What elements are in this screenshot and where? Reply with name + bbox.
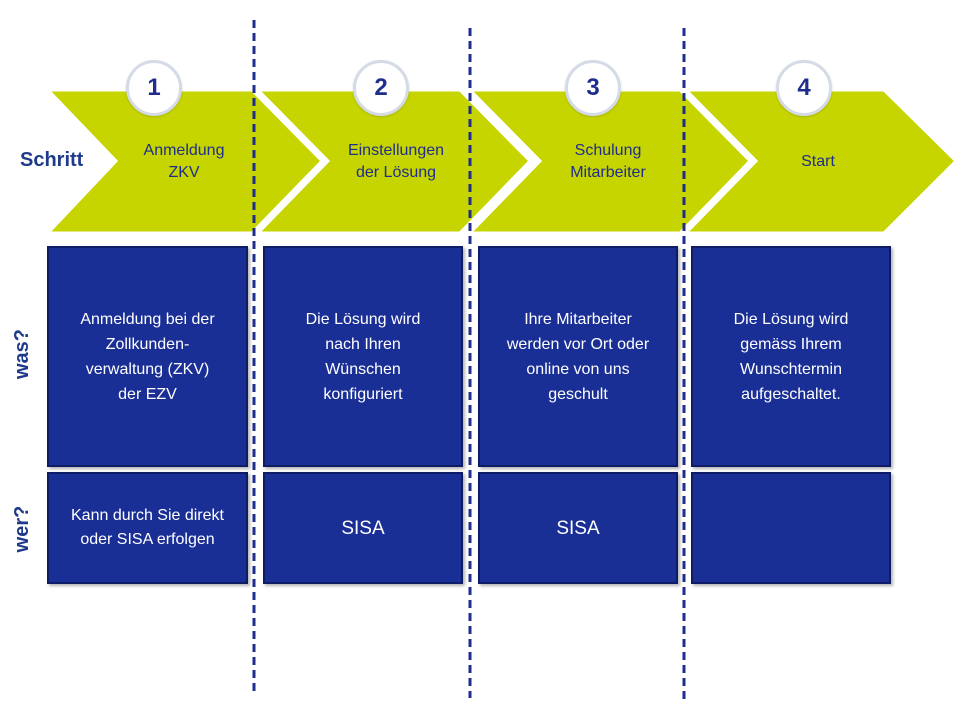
step-3-title: Schulung Mitarbeiter — [570, 142, 646, 181]
step-3-number: 3 — [565, 60, 621, 116]
step-1-was-box: Anmeldung bei der Zollkunden- verwaltung… — [47, 246, 248, 467]
step-2-wer-text: SISA — [341, 517, 385, 539]
step-4-wer-box — [691, 472, 891, 584]
step-4-number: 4 — [776, 60, 832, 116]
step-3-was-text: Ihre Mitarbeiter werden vor Ort oder onl… — [506, 310, 650, 403]
step-1-title: Anmeldung ZKV — [143, 142, 225, 181]
step-2-wer-box: SISA — [263, 472, 463, 584]
step-4-was-text: Die Lösung wird gemäss Ihrem Wunschtermi… — [733, 310, 849, 403]
schritt-label: Schritt — [20, 149, 84, 171]
step-2-was-box: Die Lösung wird nach Ihren Wünschen konf… — [263, 246, 463, 467]
step-2-title: Einstellungen der Lösung — [347, 142, 445, 181]
step-1-wer-text: Kann durch Sie direkt oder SISA erfolgen — [71, 507, 224, 548]
chevron-step-2 — [254, 88, 533, 235]
step-3-wer-box: SISA — [478, 472, 678, 584]
step-1-was-text: Anmeldung bei der Zollkunden- verwaltung… — [80, 310, 215, 403]
chevron-step-3 — [466, 88, 753, 235]
step-4-title: Start — [801, 153, 835, 170]
step-1-wer-box: Kann durch Sie direkt oder SISA erfolgen — [47, 472, 248, 584]
step-3-wer-text: SISA — [556, 517, 600, 539]
step-2-was-text: Die Lösung wird nach Ihren Wünschen konf… — [305, 310, 421, 403]
step-1-number: 1 — [126, 60, 182, 116]
step-3-was-box: Ihre Mitarbeiter werden vor Ort oder onl… — [478, 246, 678, 467]
step-2-number: 2 — [353, 60, 409, 116]
chevron-step-4 — [682, 88, 959, 235]
step-4-was-box: Die Lösung wird gemäss Ihrem Wunschtermi… — [691, 246, 891, 467]
